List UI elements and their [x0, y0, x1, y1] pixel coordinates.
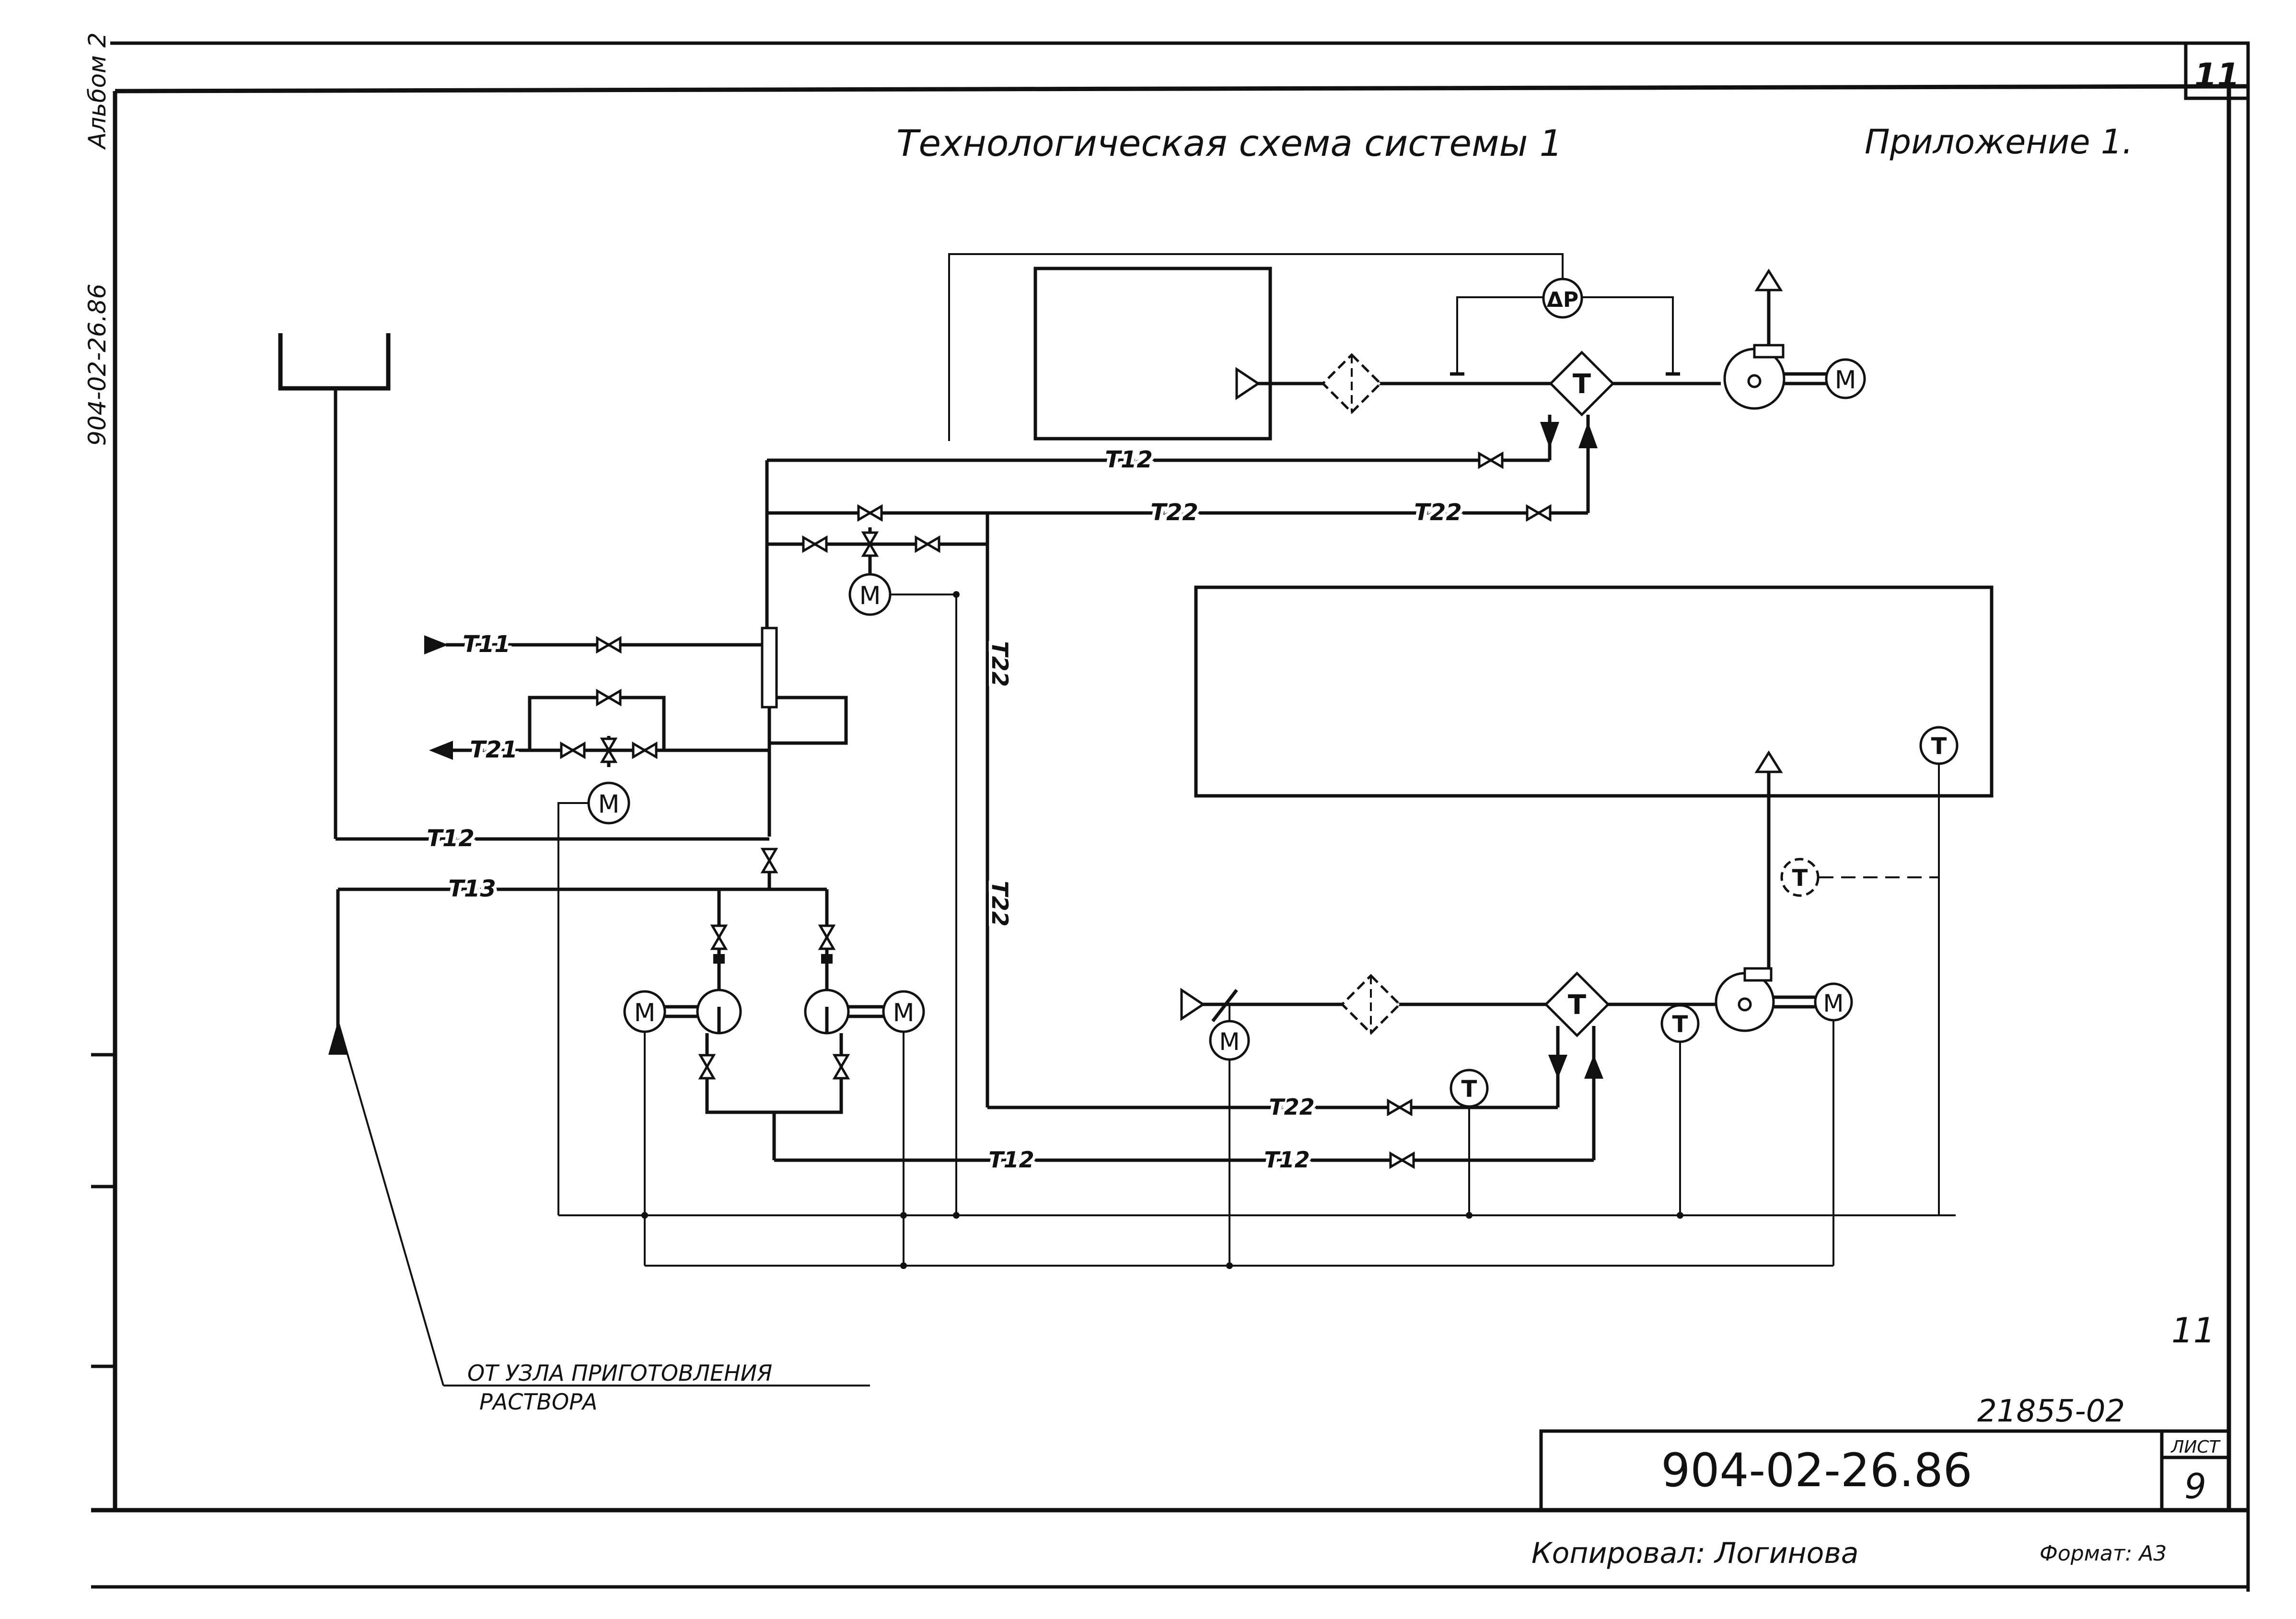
lower-heater-icon	[1544, 971, 1610, 1037]
pipe-label-t22-bottom: T22	[1269, 1094, 1314, 1120]
order-code: 21855-02	[1977, 1394, 2125, 1429]
heat-exchanger-icon	[761, 627, 778, 709]
t11-inlet-arrow-icon	[424, 635, 448, 654]
sheet-value: 9	[2184, 1466, 2206, 1506]
lower-mixing-valve-motor-label: M	[598, 790, 620, 819]
upper-mixing-valve-motor-label: M	[859, 582, 881, 610]
tank-and-left-piping: T12 T13 ОТ УЗЛА ПРИГОТОВЛЕНИЯ РАСТВОРА	[278, 333, 870, 1415]
upper-air-handling-unit: ΔP T M	[948, 253, 1866, 513]
lower-piping: T22 T T12 T12	[774, 1069, 1594, 1215]
damper-motor-label: M	[1219, 1028, 1240, 1056]
supply-air-temp-sensor-label: T	[1672, 1011, 1688, 1038]
margin-code: 904-02-26.86	[83, 284, 111, 446]
pump-2-motor-label: M	[893, 999, 915, 1027]
pump-1-motor-label: M	[634, 999, 656, 1027]
upper-piping: T12 T22 T22 M T22 T22	[765, 443, 1588, 1109]
pipe-label-t22-top-a: T22	[1150, 499, 1198, 526]
expansion-tank-icon	[278, 333, 391, 391]
lower-room-box	[1194, 585, 1994, 798]
drawing-frame	[91, 41, 2250, 1592]
lower-exhaust-icon	[1754, 750, 1783, 773]
pipe-label-t22-top-b: T22	[1414, 499, 1462, 526]
circulation-pumps: M M	[623, 889, 925, 1160]
title-block: 11 21855-02 904-02-26.86 ЛИСТ 9	[1539, 1310, 2231, 1512]
upper-air-intake-icon	[1235, 367, 1261, 400]
pipe-label-t22-vert-a: T22	[987, 641, 1013, 687]
pipe-label-t13: T13	[448, 875, 496, 902]
supply-return-piping: T11 T21 M	[424, 627, 848, 1215]
handwritten-sheet-number: 11	[2171, 1310, 2215, 1351]
control-wiring	[558, 591, 1956, 1269]
pipe-label-t22-vert-b: T22	[987, 881, 1013, 926]
return-water-temp-sensor-label: T	[1461, 1076, 1477, 1103]
appendix-label: Приложение 1.	[1865, 122, 2133, 162]
upper-room-box	[1033, 267, 1272, 441]
lower-air-handling-unit: M T T M T T	[1180, 585, 1994, 1266]
format-label: Формат: А3	[2040, 1541, 2167, 1566]
dp-sensor-icon	[1542, 278, 1583, 319]
lower-heater-label: T	[1568, 990, 1586, 1021]
margin-stamp: Альбом 2 904-02-26.86	[83, 33, 111, 446]
copied-by: Копировал: Логинова	[1531, 1537, 1859, 1570]
upper-fan-motor-icon	[1825, 358, 1866, 399]
upper-heater-label: T	[1573, 369, 1591, 400]
sheet-label: ЛИСТ	[2170, 1437, 2221, 1457]
note-line-2: РАСТВОРА	[479, 1389, 597, 1415]
margin-album: Альбом 2	[83, 33, 111, 150]
pipe-label-t12-top: T12	[1105, 446, 1153, 473]
pipe-label-t21: T21	[470, 736, 518, 763]
room-temp-sensor-label: T	[1931, 733, 1947, 760]
upper-fan-motor-label: M	[1835, 366, 1856, 395]
return-water-temp-sensor-icon	[1449, 1069, 1489, 1108]
solution-inlet-arrow-icon	[328, 1021, 348, 1055]
upper-heater-icon	[1549, 350, 1615, 417]
remote-temp-sensor-label: T	[1792, 865, 1808, 892]
lower-fan-motor-label: M	[1823, 990, 1844, 1017]
pipe-label-t12-bottom-a: T12	[988, 1147, 1034, 1173]
pipe-label-t12-left: T12	[427, 825, 475, 852]
pipe-label-t11: T11	[463, 631, 510, 658]
document-code: 904-02-26.86	[1661, 1444, 1972, 1497]
drawing-title: Технологическая схема системы 1	[896, 122, 1563, 164]
corner-sheet-number: 11	[2194, 57, 2240, 94]
pipe-label-t12-bottom-b: T12	[1264, 1147, 1310, 1173]
upper-exhaust-icon	[1754, 268, 1783, 291]
remote-temp-sensor-icon	[1780, 858, 1820, 897]
lower-air-intake-icon	[1180, 988, 1206, 1021]
dp-sensor-label: ΔP	[1547, 288, 1578, 312]
note-line-1: ОТ УЗЛА ПРИГОТОВЛЕНИЯ	[467, 1360, 772, 1386]
t21-outlet-arrow-icon	[429, 741, 453, 760]
